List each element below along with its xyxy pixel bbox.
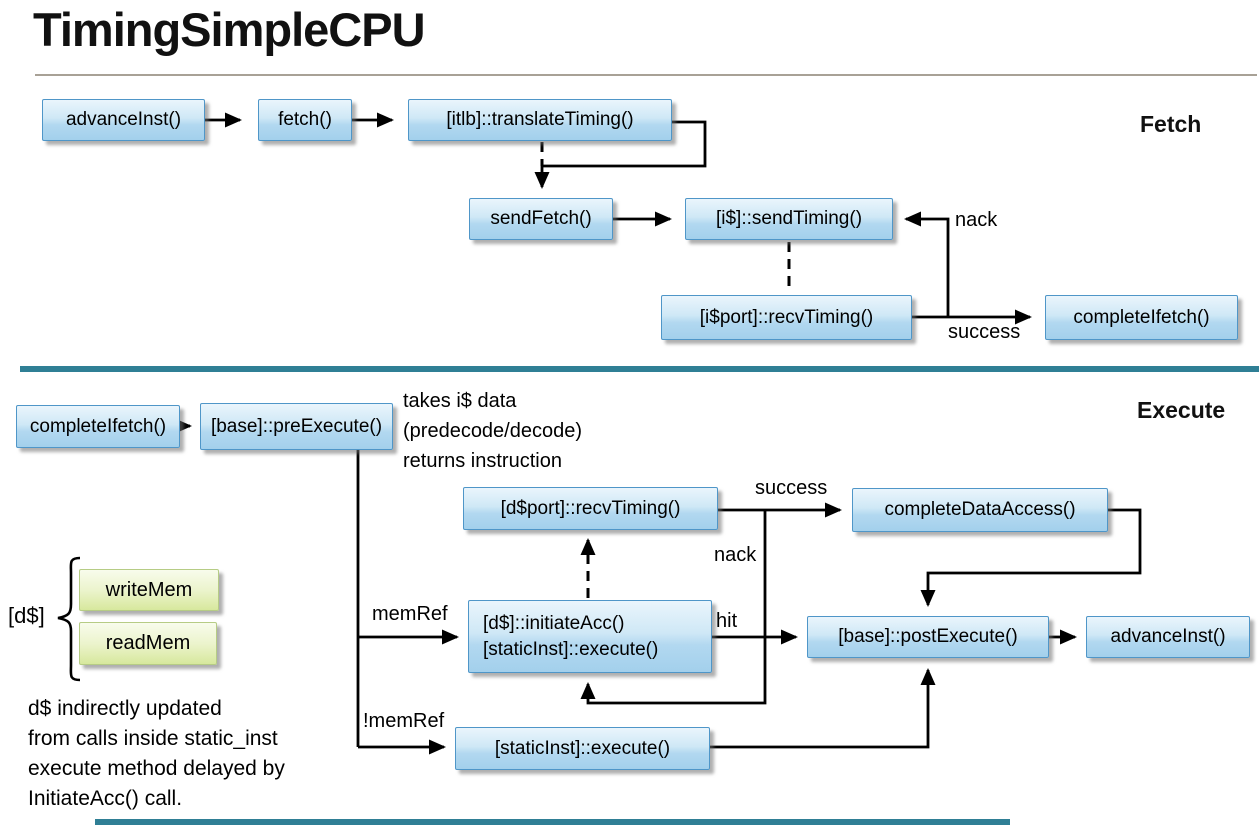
node-fetch: fetch() [258, 99, 352, 141]
node-writemem: writeMem [79, 569, 219, 611]
node-label: completeIfetch() [29, 415, 167, 437]
node-base-postexecute: [base]::postExecute() [807, 616, 1049, 658]
node-dcache-initiateacc: [d$]::initiateAcc() [staticInst]::execut… [468, 600, 712, 673]
label-success-fetch: success [948, 321, 1021, 343]
node-label: readMem [105, 632, 191, 654]
node-label: [i$port]::recvTiming() [699, 306, 874, 328]
node-label: advanceInst() [65, 109, 182, 130]
node-dcacheport-recvtiming: [d$port]::recvTiming() [463, 487, 718, 530]
node-label: [base]::preExecute() [210, 415, 383, 437]
edge-nack-fetch [904, 211, 950, 317]
node-label: sendFetch() [490, 208, 592, 229]
node-label: [base]::postExecute() [838, 626, 1018, 647]
label-success-execute: success [755, 477, 828, 499]
label-dcache: [d$] [8, 603, 45, 628]
bottom-bar [95, 819, 1010, 825]
dcache-note: d$ indirectly updated from calls inside … [28, 694, 285, 814]
preexecute-note-line3: returns instruction [403, 450, 562, 472]
node-label: completeDataAccess() [884, 499, 1076, 520]
node-icacheport-recvtiming: [i$port]::recvTiming() [661, 295, 912, 340]
node-label: [i$]::sendTiming() [715, 208, 863, 229]
node-advanceinst-fetch: advanceInst() [42, 99, 205, 141]
dcache-note-line3: execute method delayed by [28, 757, 285, 780]
node-label: fetch() [278, 109, 332, 130]
node-base-preexecute: [base]::preExecute() [200, 403, 393, 450]
node-label: [d$port]::recvTiming() [500, 497, 681, 519]
dcache-brace [57, 556, 81, 682]
node-completeifetch-fetch: completeIfetch() [1045, 295, 1238, 340]
node-completeifetch-execute: completeIfetch() [16, 405, 180, 448]
label-nack-execute: nack [714, 544, 757, 566]
section-divider [20, 366, 1259, 372]
dcache-note-line1: d$ indirectly updated [28, 697, 222, 720]
node-label-line1: [d$]::initiateAcc() [483, 612, 625, 634]
node-sendfetch: sendFetch() [469, 198, 613, 240]
label-nack-fetch: nack [955, 209, 998, 231]
page-title: TimingSimpleCPU [33, 3, 426, 56]
node-label: writeMem [105, 578, 193, 601]
preexecute-note-line2: (predecode/decode) [403, 420, 583, 442]
label-hit: hit [716, 610, 738, 632]
dcache-note-line4: InitiateAcc() call. [28, 787, 183, 810]
node-staticinst-execute: [staticInst]::execute() [455, 727, 710, 770]
edge-staticinst-postexecute [710, 668, 936, 749]
node-label: [itlb]::translateTiming() [446, 109, 634, 130]
preexecute-note: takes i$ data (predecode/decode) returns… [403, 386, 582, 476]
node-readmem: readMem [79, 622, 217, 665]
section-label-execute: Execute [1137, 397, 1226, 423]
section-label-fetch: Fetch [1140, 111, 1202, 137]
title-rule [35, 74, 1257, 76]
node-advanceinst-execute: advanceInst() [1086, 616, 1250, 658]
node-icache-sendtiming: [i$]::sendTiming() [685, 198, 893, 240]
preexecute-note-line1: takes i$ data [403, 390, 517, 412]
node-label: completeIfetch() [1073, 306, 1210, 328]
node-label-line2: [staticInst]::execute() [483, 638, 659, 660]
label-memref: memRef [372, 603, 448, 625]
dcache-note-line2: from calls inside static_inst [28, 727, 278, 750]
node-itlb-translatetiming: [itlb]::translateTiming() [408, 99, 672, 141]
label-notmemref: !memRef [363, 710, 445, 732]
node-completedataaccess: completeDataAccess() [852, 488, 1108, 532]
node-label: [staticInst]::execute() [494, 737, 671, 759]
node-label: advanceInst() [1110, 626, 1226, 647]
